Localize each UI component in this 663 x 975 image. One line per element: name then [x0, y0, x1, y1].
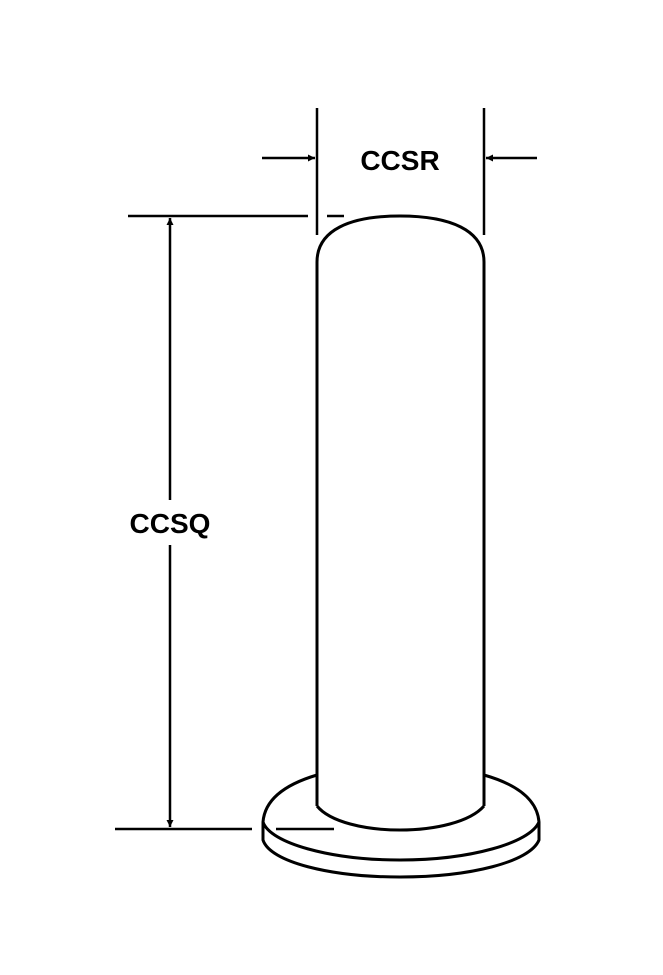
height-dimension-label: CCSQ: [130, 508, 211, 539]
pin-base-flange: [261, 773, 541, 879]
width-dimension-label: CCSR: [360, 145, 439, 176]
pin-shaft: [315, 214, 486, 832]
height-dimension: [115, 214, 344, 831]
width-dimension: [262, 108, 537, 235]
